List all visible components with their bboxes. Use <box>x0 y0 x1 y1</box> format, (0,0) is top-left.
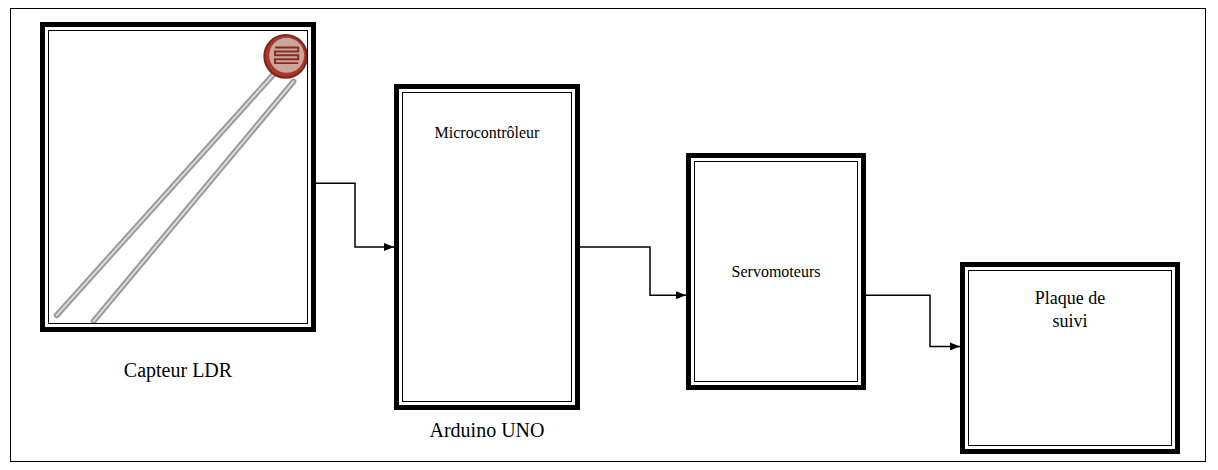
box-label: Microcontrôleur <box>435 123 540 143</box>
arrow-connector <box>316 183 394 247</box>
arrow-connector <box>580 247 686 295</box>
caption-label: Capteur LDR <box>124 359 232 382</box>
tracking-plate-box: Plaque de suivi <box>960 262 1180 454</box>
arrow-connector <box>866 295 960 346</box>
servo-box: Servomoteurs <box>686 153 866 390</box>
ldr-illustration <box>49 31 307 323</box>
microcontroller-box: MicrocontrôleurArduino UNO <box>394 84 580 410</box>
box-label: Plaque de suivi <box>1020 287 1120 332</box>
box-label: Servomoteurs <box>732 262 821 282</box>
caption-label: Arduino UNO <box>430 419 545 442</box>
sensor-box: Capteur LDR <box>40 22 316 332</box>
